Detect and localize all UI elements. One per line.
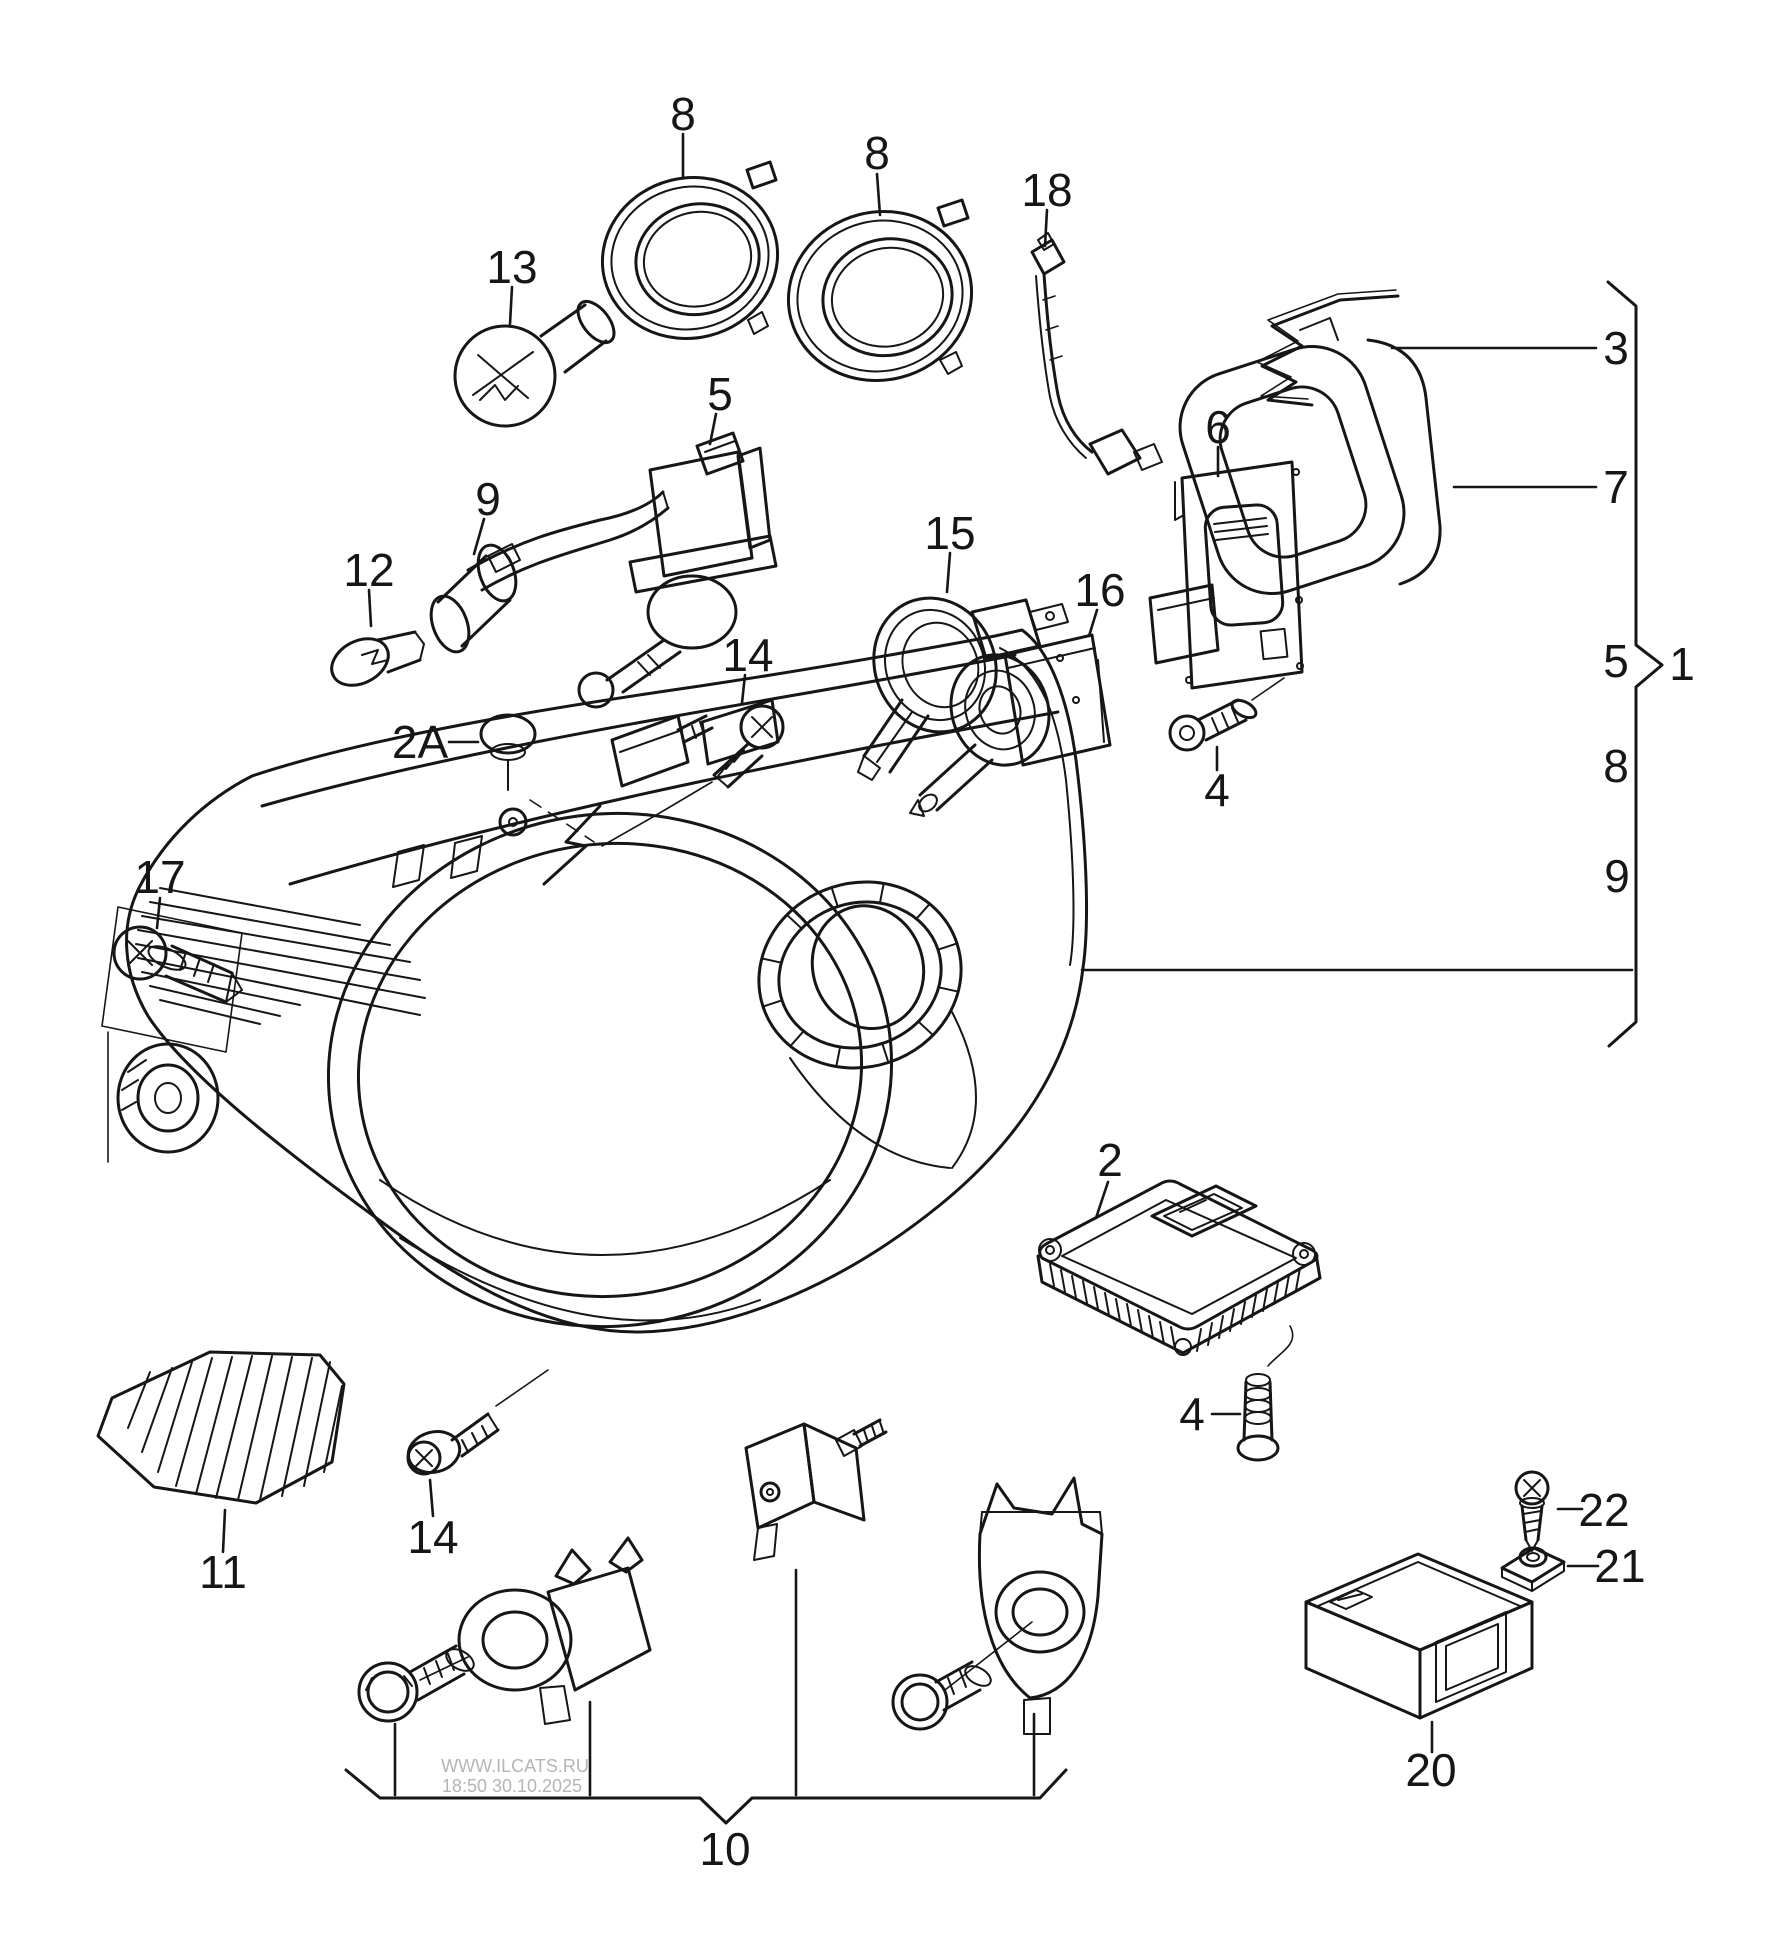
callout-bracket-8: 8 (1603, 740, 1629, 792)
screw-lower-drawing (406, 1369, 549, 1476)
callout-16: 16 (1074, 564, 1125, 616)
bulb-d1s-drawing (909, 633, 1112, 817)
group-brace-10 (344, 1568, 1068, 1825)
cover-panel-drawing (96, 1350, 346, 1505)
callout-9: 9 (475, 473, 501, 525)
screw-22-drawing (1514, 1470, 1550, 1552)
callout-14-lower: 14 (407, 1511, 458, 1563)
callout-13: 13 (486, 241, 537, 293)
callout-22: 22 (1578, 1484, 1629, 1536)
callout-18: 18 (1021, 164, 1072, 216)
watermark-timestamp: 18:50 30.10.2025 (442, 1776, 582, 1796)
callout-11: 11 (199, 1546, 247, 1598)
bulb-holder-drawing (429, 490, 670, 654)
callout-4-upper: 4 (1204, 764, 1230, 816)
callout-15: 15 (924, 507, 975, 559)
callout-21: 21 (1594, 1540, 1645, 1592)
ballast-unit-drawing (1036, 1179, 1322, 1367)
callout-14-upper: 14 (722, 629, 773, 681)
callout-6: 6 (1205, 401, 1231, 453)
callout-17: 17 (134, 851, 185, 903)
ignitor-plate-drawing (1148, 460, 1304, 690)
callout-bracket-9: 9 (1604, 850, 1630, 902)
callout-12: 12 (343, 544, 394, 596)
cable-adapter-drawing (1030, 232, 1163, 476)
retaining-ring-left-drawing (600, 160, 780, 340)
spring-clip-drawing (1256, 289, 1400, 407)
headlamp-housing-drawing (116, 628, 1089, 1334)
watermark-site: WWW.ILCATS.RU (441, 1756, 589, 1776)
bulb-p21w-drawing (453, 299, 616, 428)
callout-5: 5 (707, 368, 733, 420)
callout-8-right: 8 (864, 127, 890, 179)
callout-1: 1 (1669, 638, 1695, 690)
callout-2: 2 (1097, 1134, 1123, 1186)
clip-nut-drawing (1500, 1546, 1566, 1592)
control-module-drawing (1304, 1552, 1534, 1720)
callout-3: 3 (1603, 322, 1629, 374)
callout-7: 7 (1603, 461, 1629, 513)
assembly-bracket (1080, 280, 1664, 1048)
callout-10: 10 (699, 1823, 750, 1875)
callout-20: 20 (1405, 1744, 1456, 1796)
mount-right-drawing (891, 1476, 1104, 1735)
callout-labels: 8 8 18 13 3 5 6 7 9 15 12 16 14 5 1 2A 8… (134, 88, 1694, 1875)
callout-2a: 2A (392, 716, 449, 768)
screw-ballast-drawing (1236, 1373, 1280, 1462)
bulb-wedge-drawing (330, 630, 425, 687)
callout-4-lower: 4 (1179, 1388, 1205, 1440)
mount-left-drawing (357, 1536, 652, 1725)
mount-middle-drawing (744, 1418, 888, 1561)
screw-ignitor-drawing (1168, 677, 1285, 752)
callout-bracket-5: 5 (1603, 635, 1629, 687)
callout-leader-lines (155, 132, 1600, 1754)
leveling-motor-drawing (577, 431, 778, 709)
watermark: WWW.ILCATS.RU 18:50 30.10.2025 (441, 1756, 589, 1796)
retaining-ring-right-drawing (786, 198, 974, 382)
callout-8-left: 8 (670, 88, 696, 140)
